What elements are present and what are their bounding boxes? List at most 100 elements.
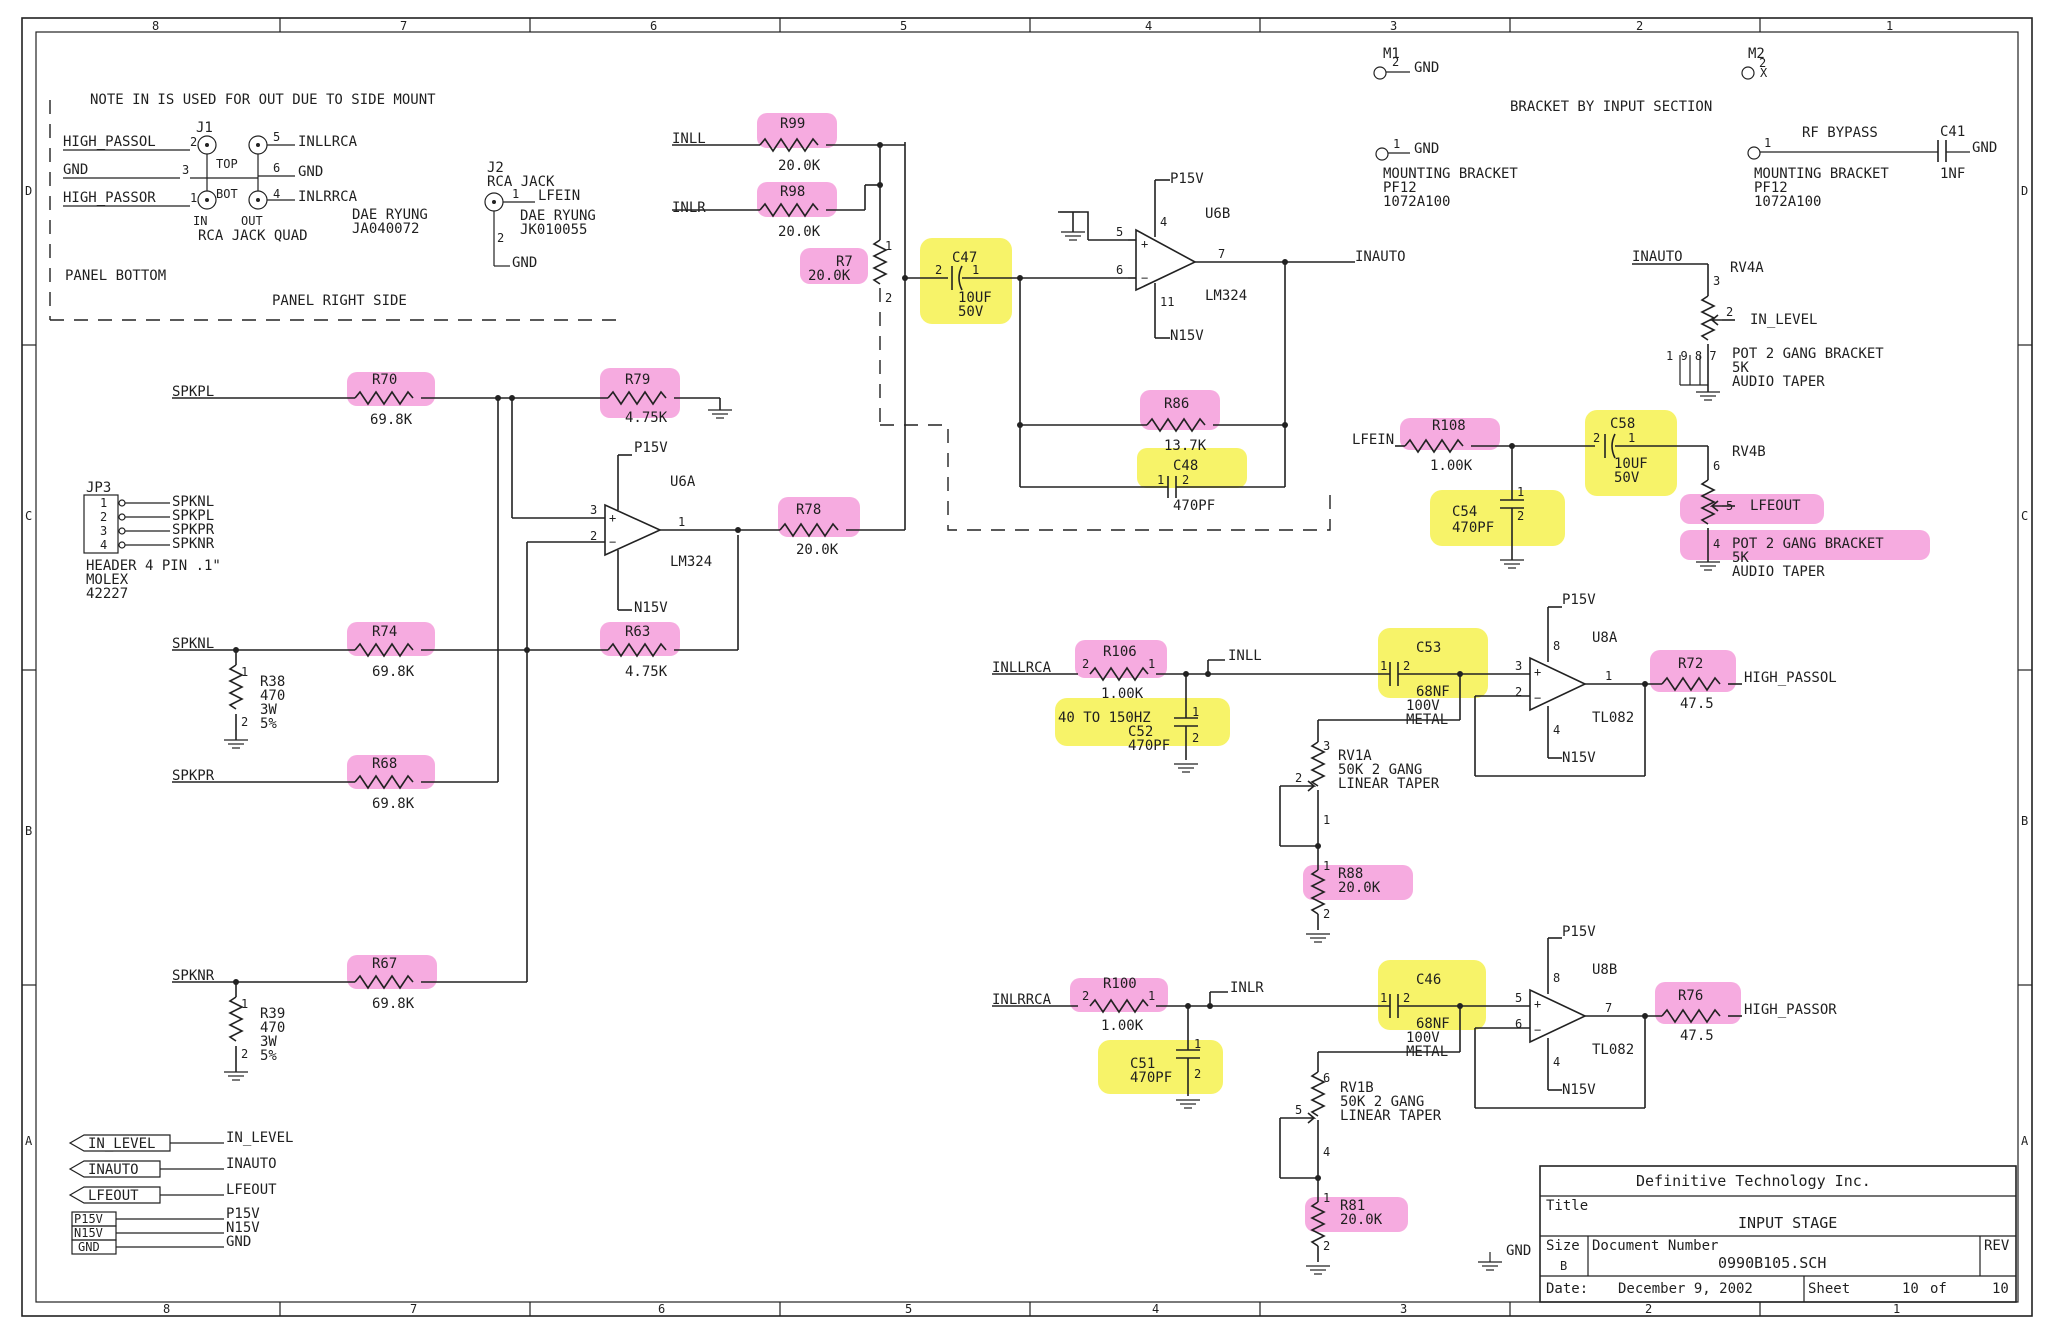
port-p15v: P15V: [226, 1206, 260, 1222]
jp3-net-3: SPKPR: [172, 522, 215, 538]
r74-val: 69.8K: [372, 664, 415, 680]
r72-ref: R72: [1678, 656, 1703, 672]
c48-val: 470PF: [1173, 498, 1215, 514]
net-inauto: INAUTO: [1355, 249, 1406, 265]
rv1b-l1: 50K 2 GANG: [1340, 1094, 1424, 1110]
j1-net-inllrca: INLLRCA: [298, 134, 358, 150]
rv4a-pins: 1 9 8 7: [1666, 349, 1717, 363]
r68-ref: R68: [372, 756, 397, 772]
m1-pin2: 2: [1392, 55, 1399, 69]
net-spkpr: SPKPR: [172, 768, 215, 784]
mb1-gnd: GND: [1414, 141, 1439, 157]
r106-pin2: 2: [1082, 657, 1089, 671]
c41-gnd: GND: [1972, 140, 1997, 156]
u6b-minus: −: [1141, 271, 1148, 285]
j1-pin6: 6: [273, 161, 280, 175]
r38-ref: R38: [260, 674, 285, 690]
c54-pin1: 1: [1517, 485, 1524, 499]
r106-ref: R106: [1103, 644, 1137, 660]
rv1b-pin6: 6: [1323, 1071, 1330, 1085]
j2-net-gnd: GND: [512, 255, 537, 271]
border-frame: 8 7 6 5 4 3 2 1 8 7 6 5 4 3 2 1 D C B A …: [21, 17, 2033, 1317]
u8b-minus: −: [1534, 1023, 1541, 1037]
r68-val: 69.8K: [372, 796, 415, 812]
c58-v: 50V: [1614, 470, 1640, 486]
c47-pin1: 1: [972, 263, 979, 277]
u8a-ref: U8A: [1592, 630, 1618, 646]
port-n15v: N15V: [226, 1220, 260, 1236]
r106-val: 1.00K: [1101, 686, 1144, 702]
port-symbols: IN_LEVEL IN_LEVEL INAUTO INAUTO LFEOUT L…: [68, 1130, 1531, 1271]
r39-pin1: 1: [241, 997, 248, 1011]
r76-val: 47.5: [1680, 1028, 1714, 1044]
r108-ref: R108: [1432, 418, 1466, 434]
jp3-part: 42227: [86, 586, 128, 602]
tb-company: Definitive Technology Inc.: [1636, 1172, 1871, 1190]
j1-net-high-passor: HIGH_PASSOR: [63, 190, 156, 206]
u8b-pin8: 8: [1553, 971, 1560, 985]
c53-val: 68NF: [1416, 684, 1450, 700]
bracket-by-input: BRACKET BY INPUT SECTION: [1510, 99, 1712, 115]
c52-pin1: 1: [1192, 705, 1199, 719]
r81-ref: R81: [1340, 1198, 1365, 1214]
u6b-pin7: 7: [1218, 247, 1225, 261]
c53-pin1: 1: [1380, 659, 1387, 673]
net-lfein: LFEIN: [1352, 432, 1394, 448]
zone-top-4: 4: [1145, 19, 1152, 33]
r38-pw: 3W: [260, 702, 277, 718]
m1-gnd: GND: [1414, 60, 1439, 76]
u8a-minus: −: [1534, 691, 1541, 705]
port-p15v-box: P15V: [74, 1212, 103, 1226]
rv4a-pin2: 2: [1726, 305, 1733, 319]
port-in-level-box: IN_LEVEL: [88, 1136, 155, 1152]
j1-net-high-passol: HIGH_PASSOL: [63, 134, 156, 150]
tb-sheet: 10: [1902, 1281, 1919, 1297]
u8b-ref: U8B: [1592, 962, 1617, 978]
r88-ref: R88: [1338, 866, 1363, 882]
rv1b-pin5: 5: [1295, 1103, 1302, 1117]
net-inll-label: INLL: [1228, 648, 1262, 664]
u6a-n15v: N15V: [634, 600, 668, 616]
j1-pin4: 4: [273, 187, 280, 201]
mb2-pin1: 1: [1764, 136, 1771, 150]
tb-date: December 9, 2002: [1618, 1281, 1753, 1297]
zone-top-6: 6: [650, 19, 657, 33]
c51-pin1: 1: [1194, 1037, 1201, 1051]
zone-right-b: B: [2021, 814, 2028, 828]
u6b-plus: +: [1141, 237, 1148, 251]
jp3-net-1: SPKNL: [172, 494, 214, 510]
zone-right-a: A: [2021, 1134, 2029, 1148]
rf-bypass: RF BYPASS: [1802, 125, 1878, 141]
zone-bottom-2: 2: [1645, 1302, 1652, 1316]
u8a-part: TL082: [1592, 710, 1634, 726]
jp3-pin3: 3: [100, 524, 107, 538]
note-side-mount: NOTE IN IS USED FOR OUT DUE TO SIDE MOUN…: [90, 92, 436, 108]
u6b-pin6-num: 6: [1116, 263, 1123, 277]
m2-pin2: 2: [1759, 56, 1766, 70]
zone-left-c: C: [25, 509, 32, 523]
r7-val: 20.0K: [808, 268, 851, 284]
r38-val: 470: [260, 688, 285, 704]
rv1a-l2: LINEAR TAPER: [1338, 776, 1440, 792]
c47-val: 10UF: [958, 290, 992, 306]
u8a-p15v: P15V: [1562, 592, 1596, 608]
j1-bot: BOT: [216, 187, 238, 201]
u8b-n15v: N15V: [1562, 1082, 1596, 1098]
r39-tol: 5%: [260, 1048, 277, 1064]
rv4a-l3: AUDIO TAPER: [1732, 374, 1825, 390]
j1-net-inlrrca: INLRRCA: [298, 189, 358, 205]
j1-part: JA040072: [352, 221, 419, 237]
u8b-pin5: 5: [1515, 991, 1522, 1005]
u6a-pin1: 1: [678, 515, 685, 529]
u8b-pin4: 4: [1553, 1055, 1560, 1069]
u8b-part: TL082: [1592, 1042, 1634, 1058]
r81-pin2: 2: [1323, 1239, 1330, 1253]
note-panel-bottom: PANEL BOTTOM: [65, 268, 166, 284]
rv4b-ref: RV4B: [1732, 444, 1766, 460]
c51-val: 470PF: [1130, 1070, 1172, 1086]
r67-ref: R67: [372, 956, 397, 972]
c46-pin2: 2: [1403, 991, 1410, 1005]
c48-pin1: 1: [1157, 473, 1164, 487]
j2-mfr: DAE RYUNG: [520, 208, 596, 224]
r7-pin2: 2: [885, 291, 892, 305]
